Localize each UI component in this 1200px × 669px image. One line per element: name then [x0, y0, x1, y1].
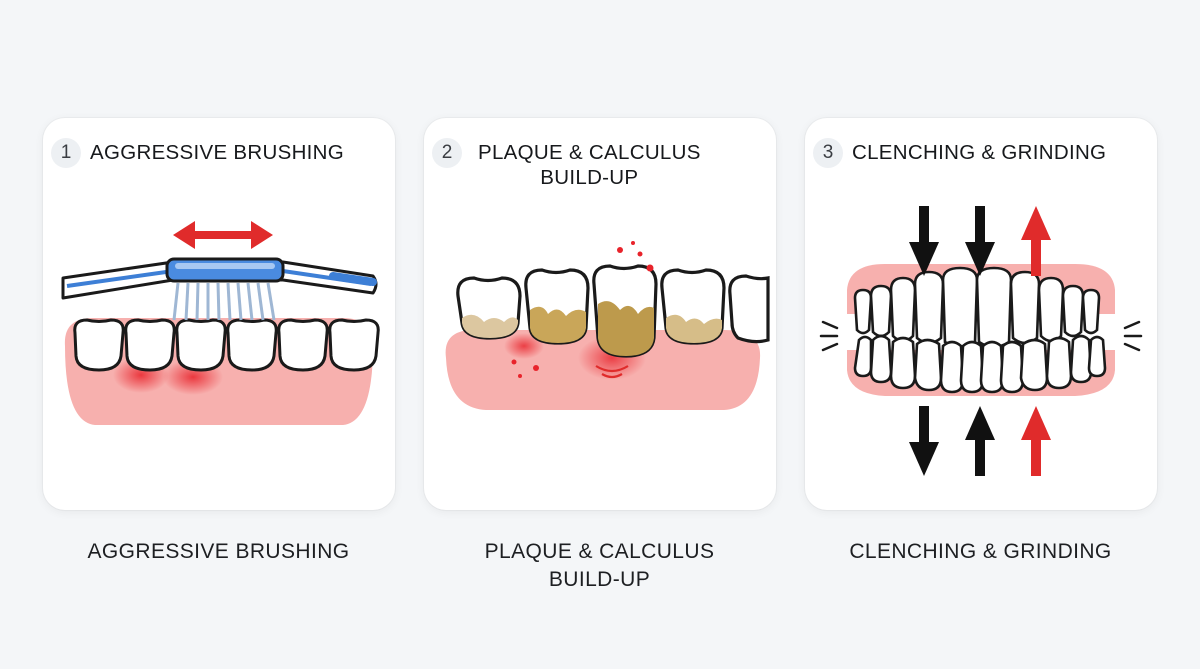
tooth-icon: [913, 270, 945, 345]
tooth-row: [73, 318, 380, 372]
up-arrow-icon: [965, 406, 995, 476]
tooth-icon: [1081, 288, 1101, 335]
pressure-lines-right: [1123, 320, 1143, 352]
tooth-icon: [1045, 336, 1073, 390]
panel-title: PLAQUE & CALCULUS BUILD-UP: [478, 140, 701, 190]
tooth-icon: [939, 340, 965, 394]
caption-aggressive-brushing: AGGRESSIVE BRUSHING: [87, 540, 350, 563]
caption-clenching-grinding: CLENCHING & GRINDING: [849, 540, 1112, 563]
pressure-lines-left: [819, 320, 839, 352]
tooth-icon: [889, 276, 917, 343]
panel-title-line: BUILD-UP: [540, 166, 639, 189]
tooth-icon: [853, 335, 873, 378]
panel-header: 1 AGGRESSIVE BRUSHING: [51, 138, 383, 168]
tooth-row: [456, 264, 770, 358]
panel-title-line: PLAQUE & CALCULUS: [478, 141, 701, 164]
panel-number: 3: [813, 138, 843, 168]
tooth-icon: [226, 318, 278, 372]
panel-title: CLENCHING & GRINDING: [852, 141, 1107, 164]
tooth-icon: [853, 288, 873, 335]
tooth-icon: [328, 318, 380, 372]
tooth-icon: [869, 284, 893, 338]
panel-title: AGGRESSIVE BRUSHING: [90, 141, 345, 164]
down-arrow-icon: [965, 206, 995, 276]
tooth-icon: [175, 318, 227, 372]
bacteria-dots: [511, 241, 654, 378]
tooth-icon: [1037, 276, 1065, 343]
panel-number: 1: [51, 138, 81, 168]
caption-line: PLAQUE & CALCULUS: [484, 540, 715, 563]
aggressive-brushing-illustration: [61, 221, 380, 425]
tooth-icon: [1019, 338, 1049, 392]
tooth-icon: [728, 274, 770, 344]
tooth-icon: [124, 318, 176, 372]
panel-clenching-grinding: 3 CLENCHING & GRINDING: [805, 118, 1157, 510]
plaque-buildup-illustration: [445, 241, 770, 410]
clenching-grinding-illustration: [819, 206, 1143, 476]
panel-header: 2 PLAQUE & CALCULUS BUILD-UP: [432, 138, 764, 190]
panel-aggressive-brushing: 1 AGGRESSIVE BRUSHING: [43, 118, 395, 510]
panel-header: 3 CLENCHING & GRINDING: [813, 138, 1145, 168]
inflammation-spot: [504, 333, 544, 359]
down-arrow-icon: [909, 406, 939, 476]
double-arrow-icon: [173, 221, 273, 249]
tooth-icon: [1069, 334, 1093, 384]
tooth-icon: [999, 340, 1025, 394]
plaque-icon: [530, 306, 586, 343]
panel-number: 2: [432, 138, 462, 168]
tooth-icon: [889, 336, 917, 390]
down-arrow-icon: [909, 206, 939, 276]
lower-tooth-row: [853, 334, 1107, 394]
tooth-icon: [941, 266, 979, 349]
tooth-icon: [975, 266, 1013, 349]
tooth-icon: [73, 318, 125, 372]
tooth-icon: [1087, 335, 1107, 378]
tooth-icon: [1061, 284, 1085, 338]
toothbrush-icon: [61, 257, 378, 321]
tooth-icon: [1009, 270, 1041, 345]
tooth-icon: [979, 340, 1005, 394]
tooth-icon: [959, 340, 985, 394]
up-arrow-icon: [1021, 406, 1051, 476]
tooth-icon: [869, 334, 893, 384]
plaque-icon: [462, 314, 518, 338]
plaque-icon: [666, 314, 722, 343]
tooth-icon: [277, 318, 329, 372]
plaque-icon: [598, 301, 654, 356]
up-arrow-icon: [1021, 206, 1051, 276]
caption-line: BUILD-UP: [548, 568, 651, 591]
caption-plaque-calculus: PLAQUE & CALCULUS BUILD-UP: [409, 538, 790, 594]
panel-plaque-calculus: 2 PLAQUE & CALCULUS BUILD-UP: [424, 118, 776, 510]
tooth-icon: [913, 338, 943, 392]
